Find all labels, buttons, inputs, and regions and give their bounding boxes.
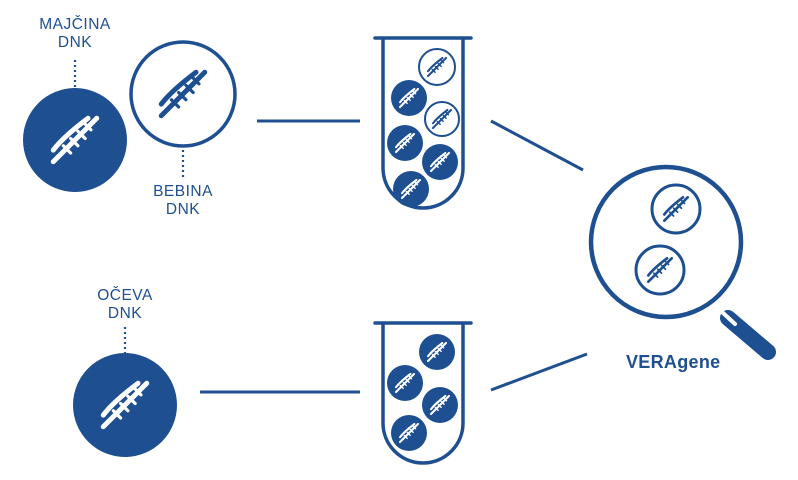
tube-sample-filled: [422, 144, 458, 180]
connector-lines: [200, 119, 588, 394]
father-dna-label: OČEVA DNK: [75, 287, 175, 323]
magnifying-glass-icon: [588, 164, 776, 360]
brand-name: VERAgene: [626, 352, 721, 372]
mother-dna-circle: [23, 88, 127, 192]
mother-dna-label: MAJČINA DNK: [25, 16, 125, 52]
father-dna-label-line2: DNK: [107, 305, 143, 322]
tube-sample-filled: [391, 80, 427, 116]
baby-dna-label: BEBINA DNK: [133, 183, 233, 219]
tube-sample-open: [424, 101, 460, 137]
father-dna-circle: [73, 353, 177, 457]
dotted-leaders: [73, 60, 185, 354]
top-test-tube: [373, 36, 473, 210]
magnified-sample-top: [650, 183, 702, 235]
tube-sample-filled: [422, 387, 458, 423]
tube-sample-filled: [391, 415, 427, 451]
baby-dna-label-line1: BEBINA: [153, 183, 213, 200]
baby-dna-label-line2: DNK: [165, 201, 201, 218]
tube-sample-filled: [393, 171, 429, 207]
connector-bottom-right: [490, 352, 588, 392]
mother-dna-label-line1: MAJČINA: [39, 16, 111, 33]
bottom-test-tube: [373, 321, 473, 465]
tube-sample-open: [418, 48, 456, 86]
magnified-sample-bottom: [634, 244, 686, 296]
tube-sample-filled: [387, 365, 423, 401]
mother-dna-label-line2: DNK: [57, 34, 93, 51]
baby-dna-circle: [129, 40, 237, 148]
tube-sample-filled: [387, 125, 423, 161]
tube-sample-filled: [419, 334, 455, 370]
connector-top-right: [490, 119, 584, 172]
father-dna-label-line1: OČEVA: [97, 287, 153, 304]
